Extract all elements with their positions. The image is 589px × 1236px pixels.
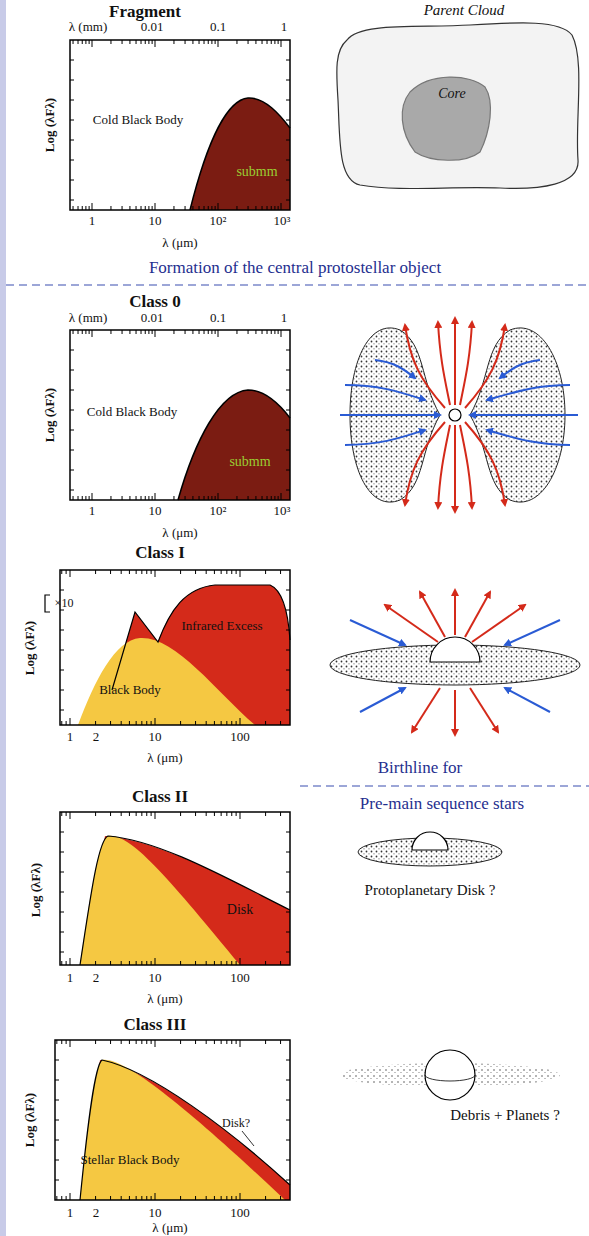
- axis-label: submm: [229, 454, 270, 469]
- axis-label: Cold Black Body: [93, 113, 183, 127]
- axis-label: λ (μm): [162, 526, 197, 540]
- axis-label: ×10: [55, 597, 74, 610]
- axis-label: 0.01: [141, 311, 164, 325]
- axis-label: λ (mm): [69, 311, 107, 325]
- axis-label: 10²: [210, 214, 227, 228]
- axis-label: 10³: [274, 504, 291, 518]
- axis-label: Black Body: [99, 683, 161, 697]
- axis-label: λ (μm): [162, 236, 197, 250]
- core-outline: [393, 64, 503, 164]
- core-label: Core: [393, 64, 511, 102]
- axis-label: Birthline for: [378, 759, 463, 778]
- axis-label: Stellar Black Body: [81, 1153, 180, 1167]
- axis-label: Debris + Planets ?: [450, 1107, 560, 1124]
- axis-label: Log (λFλ): [23, 621, 37, 675]
- axis-label: Log (λFλ): [23, 1093, 37, 1147]
- axis-label: Infrared Excess: [181, 619, 262, 633]
- axis-label: submm: [236, 164, 277, 179]
- axis-label: 1: [89, 504, 96, 518]
- axis-label: 10: [149, 504, 162, 518]
- axis-label: 1: [281, 311, 288, 325]
- axis-label: Disk?: [222, 1117, 250, 1130]
- axis-label: 0.01: [141, 20, 164, 34]
- axis-label: Log (λFλ): [43, 388, 57, 442]
- axis-label: λ (mm): [69, 20, 107, 34]
- panel-title: Class I: [135, 544, 185, 563]
- axis-label: 2: [93, 971, 100, 985]
- axis-label: 2: [93, 1206, 100, 1220]
- axis-label: 2: [93, 730, 100, 744]
- panel-title: Class 0: [129, 293, 180, 312]
- axis-label: 1: [67, 1206, 74, 1220]
- axis-label: 1: [281, 20, 288, 34]
- axis-label: λ (μm): [152, 1221, 187, 1235]
- cloud-heading: Parent Cloud: [335, 2, 589, 19]
- axis-label: 0.1: [210, 20, 226, 34]
- axis-label: 10: [149, 971, 162, 985]
- axis-label: 100: [230, 730, 250, 744]
- axis-label: Formation of the central protostellar ob…: [149, 259, 441, 278]
- axis-label: Pre-main sequence stars: [360, 795, 524, 814]
- panel-title: Fragment: [109, 3, 181, 22]
- axis-label: 1: [67, 730, 74, 744]
- panel-title: Class II: [132, 788, 188, 807]
- axis-label: 10²: [210, 504, 227, 518]
- axis-label: 10: [149, 1206, 162, 1220]
- cloud-core: Core: [393, 64, 511, 164]
- axis-label: λ (μm): [147, 992, 182, 1006]
- panel-title: Class III: [124, 1016, 187, 1035]
- axis-label: 10³: [274, 214, 291, 228]
- parent-cloud: Parent CloudCore: [335, 2, 589, 194]
- axis-label: Log (λFλ): [43, 98, 57, 152]
- axis-label: 1: [67, 971, 74, 985]
- axis-label: Log (λFλ): [29, 863, 43, 917]
- axis-label: 1: [89, 214, 96, 228]
- axis-label: 100: [230, 1206, 250, 1220]
- axis-label: Disk: [227, 902, 253, 917]
- axis-label: 10: [149, 214, 162, 228]
- axis-label: 10: [149, 730, 162, 744]
- axis-label: λ (μm): [147, 751, 182, 765]
- axis-label: Protoplanetary Disk ?: [365, 882, 496, 899]
- axis-label: 100: [230, 971, 250, 985]
- axis-label: 0.1: [210, 311, 226, 325]
- axis-label: Cold Black Body: [87, 405, 177, 419]
